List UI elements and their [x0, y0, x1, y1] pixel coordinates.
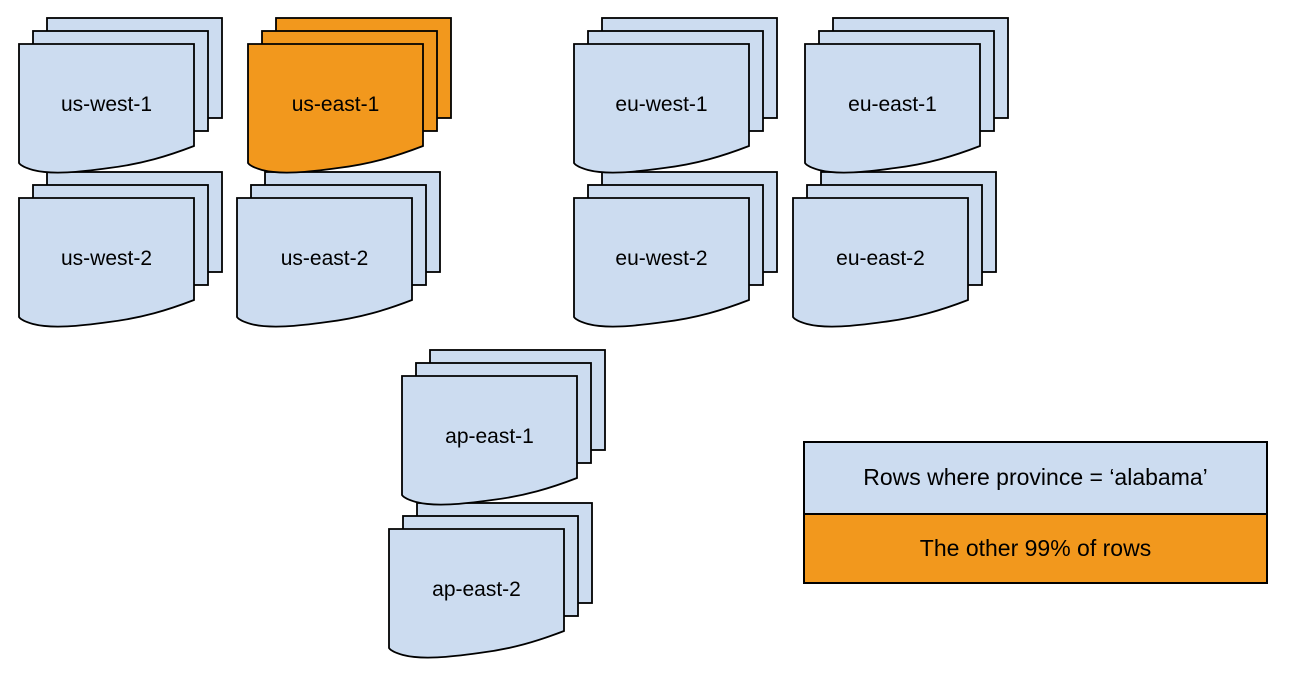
document-stack-icon — [792, 171, 997, 328]
legend-item-other-rows: The other 99% of rows — [805, 512, 1266, 582]
region-stack-ap-east-1: ap-east-1 — [401, 349, 606, 509]
document-stack-icon — [388, 502, 593, 659]
legend: Rows where province = ‘alabama’ The othe… — [803, 441, 1268, 584]
document-stack-icon — [573, 171, 778, 328]
document-stack-icon — [236, 171, 441, 328]
region-stack-us-west-1: us-west-1 — [18, 17, 223, 177]
document-stack-icon — [804, 17, 1009, 174]
region-stack-eu-west-2: eu-west-2 — [573, 171, 778, 331]
document-stack-icon — [18, 171, 223, 328]
region-stack-us-east-2: us-east-2 — [236, 171, 441, 331]
region-stack-eu-west-1: eu-west-1 — [573, 17, 778, 177]
region-stack-us-west-2: us-west-2 — [18, 171, 223, 331]
document-stack-icon — [573, 17, 778, 174]
region-stack-eu-east-1: eu-east-1 — [804, 17, 1009, 177]
legend-item-label: Rows where province = ‘alabama’ — [863, 464, 1208, 491]
document-stack-icon — [247, 17, 452, 174]
region-stack-ap-east-2: ap-east-2 — [388, 502, 593, 662]
legend-item-label: The other 99% of rows — [919, 534, 1152, 561]
region-stack-us-east-1: us-east-1 — [247, 17, 452, 177]
legend-item-alabama-rows: Rows where province = ‘alabama’ — [805, 443, 1266, 513]
document-stack-icon — [18, 17, 223, 174]
document-stack-icon — [401, 349, 606, 506]
region-stack-eu-east-2: eu-east-2 — [792, 171, 997, 331]
